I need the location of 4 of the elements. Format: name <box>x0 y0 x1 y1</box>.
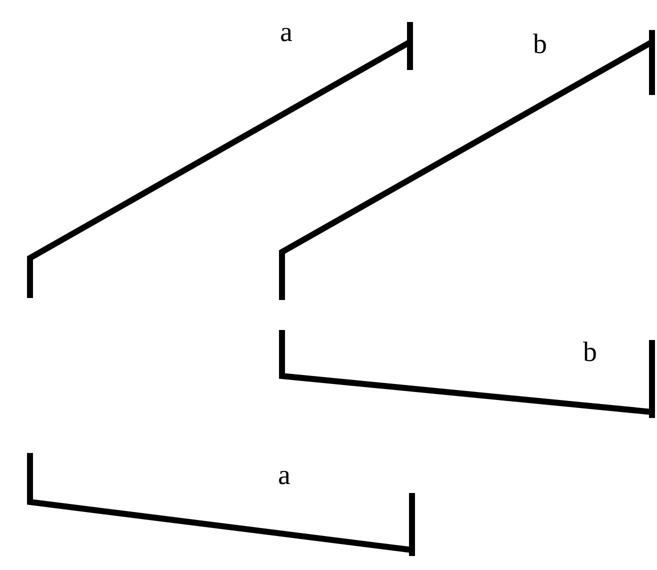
part-label: a <box>280 18 292 48</box>
part-label: a <box>278 461 290 491</box>
part-label: b <box>533 30 547 60</box>
part-label: b <box>583 338 597 368</box>
